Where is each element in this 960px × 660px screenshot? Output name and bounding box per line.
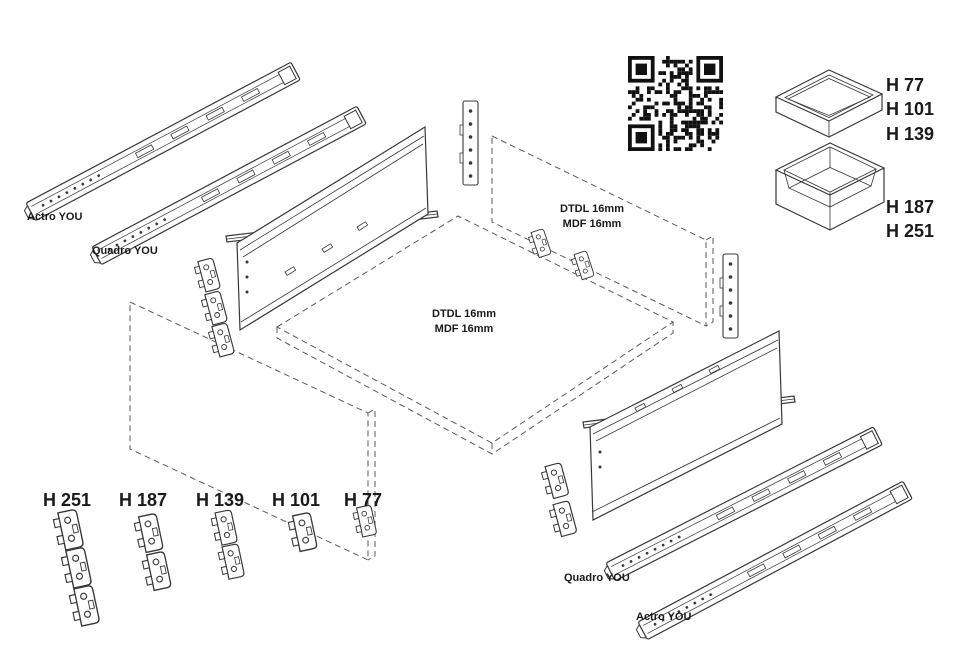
front-bracket-set-h101 [286,511,319,554]
label-bottom-panel-material-1: DTDL 16mm [432,308,496,320]
qr-code-icon [628,56,723,151]
label-bracket-h101: H 101 [272,490,320,510]
label-back-panel-material-1: DTDL 16mm [560,203,624,215]
label-box-h101: H 101 [886,99,934,119]
front-bracket-set-h187 [132,512,173,593]
actro-rail-top [20,61,301,224]
label-quadro-you-top: Quadro YOU [92,245,158,257]
label-bracket-h251: H 251 [43,490,91,510]
label-box-h77: H 77 [886,75,924,95]
back-panel-dashed [491,135,714,327]
drawer-side-panel-left [236,125,429,332]
label-bracket-h139: H 139 [196,490,244,510]
label-bracket-h77: H 77 [344,490,382,510]
back-connector-rail-right [719,253,739,339]
label-box-h251: H 251 [886,221,934,241]
label-quadro-you-bottom: Quadro YOU [564,572,630,584]
label-actro-you-top: Actro YOU [27,211,82,223]
front-bracket-set-h251 [51,508,101,628]
label-actro-you-bottom: Actro YOU [636,611,691,623]
drawer-side-panel-right [589,330,783,521]
label-back-panel-material-2: MDF 16mm [563,218,622,230]
front-panel-dashed [129,301,376,561]
bottom-panel-dashed [275,215,674,455]
front-bracket-set-h139 [209,509,246,581]
deep-drawer-box [774,142,886,231]
front-bracket-stack-left [192,257,236,359]
label-bottom-panel-material-2: MDF 16mm [435,323,494,335]
label-bracket-h187: H 187 [119,490,167,510]
shallow-drawer-box [774,69,884,138]
back-connector-rail-top [459,100,479,186]
front-bracket-stack-right [539,461,578,539]
label-box-h139: H 139 [886,124,934,144]
label-box-h187: H 187 [886,197,934,217]
